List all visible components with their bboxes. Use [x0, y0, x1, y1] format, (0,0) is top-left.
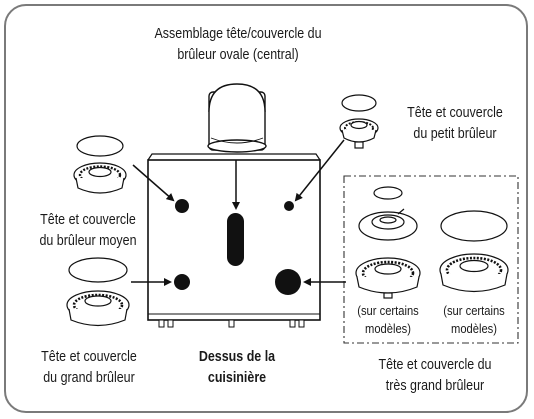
- large-burner-icon: [66, 257, 130, 327]
- large-burner-label-line2: du grand brûleur: [43, 370, 135, 386]
- models-note-right-line2: modèles): [451, 321, 497, 336]
- medium-burner-label: Tête et couvercle du brûleur moyen: [21, 210, 155, 252]
- pointer-arrows: [131, 139, 346, 286]
- xlarge-burner-group-box: [343, 175, 519, 344]
- large-burner-label: Tête et couvercle du grand brûleur: [25, 347, 154, 389]
- large-burner-label-line1: Tête et couvercle: [41, 349, 137, 365]
- xlarge-burner-label: Tête et couvercle du très grand brûleur: [362, 355, 508, 397]
- xlarge-burner-right-icon: [439, 210, 509, 293]
- medium-burner-label-line1: Tête et couvercle: [40, 212, 136, 228]
- small-burner-spot: [284, 201, 294, 211]
- xlarge-burner-spot: [275, 269, 301, 295]
- models-note-right: (sur certains modèles): [436, 302, 512, 338]
- xlarge-burner-left-icon: [355, 186, 421, 299]
- medium-burner-label-line2: du brûleur moyen: [39, 233, 137, 249]
- cooktop-label-line1: Dessus de la: [198, 349, 276, 365]
- small-burner-label: Tête et couvercle du petit brûleur: [391, 103, 520, 145]
- cooktop-label: Dessus de la cuisinière: [181, 347, 293, 389]
- diagram-frame: [4, 4, 528, 413]
- models-note-right-line1: (sur certains: [443, 303, 505, 318]
- small-burner-label-line2: du petit brûleur: [413, 126, 497, 142]
- xlarge-burner-label-line1: Tête et couvercle du: [378, 357, 492, 373]
- oval-burner-cap-icon: [207, 83, 267, 153]
- small-burner-label-line1: Tête et couvercle: [407, 105, 503, 121]
- medium-burner-spot: [175, 199, 189, 213]
- oval-burner-label-line2: brûleur ovale (central): [177, 47, 299, 63]
- small-burner-icon: [339, 94, 379, 149]
- models-note-left-line2: modèles): [365, 321, 411, 336]
- medium-burner-icon: [73, 135, 127, 194]
- oval-burner-label-line1: Assemblage tête/couvercle du: [154, 26, 322, 42]
- models-note-left: (sur certains modèles): [350, 302, 426, 338]
- oval-burner-spot: [227, 213, 244, 266]
- large-burner-spot: [174, 274, 190, 290]
- cooktop-label-line2: cuisinière: [207, 370, 267, 386]
- models-note-left-line1: (sur certains: [357, 303, 419, 318]
- oval-burner-label: Assemblage tête/couvercle du brûleur ova…: [139, 24, 337, 66]
- xlarge-burner-label-line2: très grand brûleur: [385, 378, 485, 394]
